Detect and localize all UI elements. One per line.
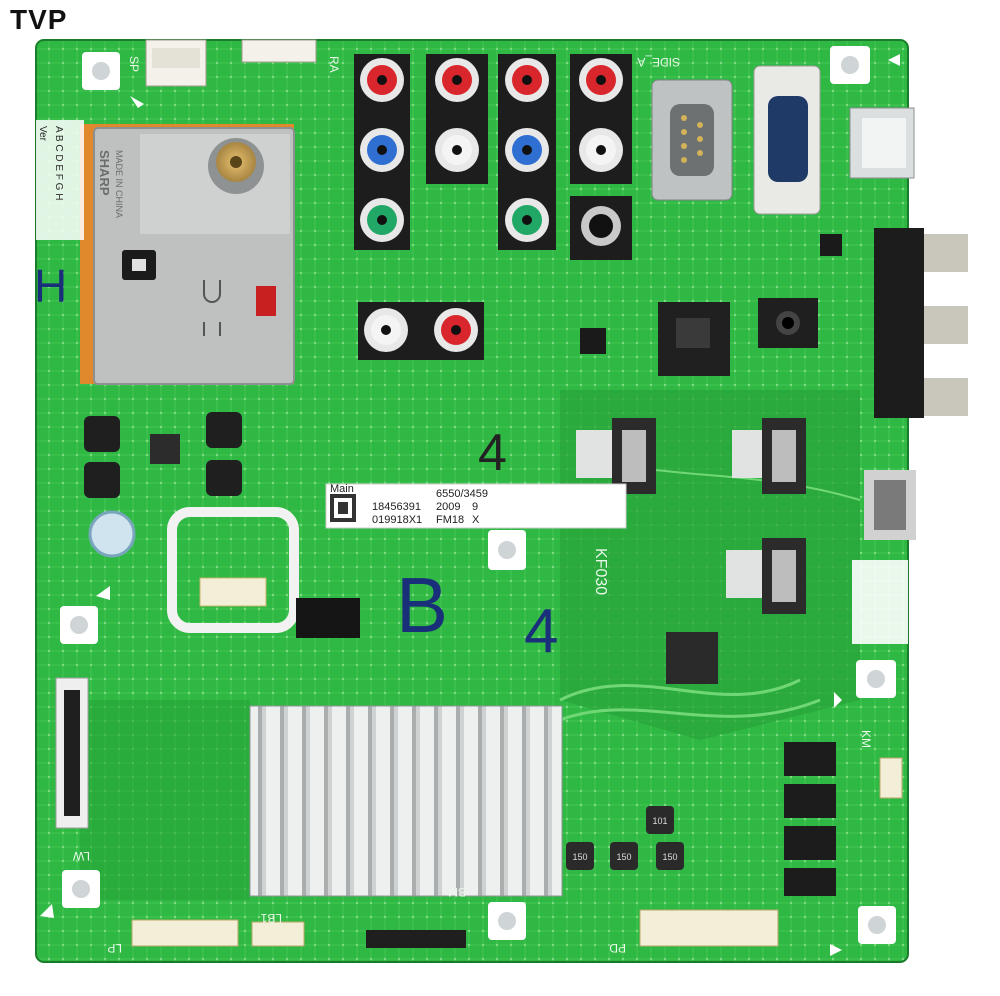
inductors — [84, 412, 242, 498]
rca-jacks — [354, 54, 632, 360]
sticker-c3-1: X — [472, 514, 480, 526]
sticker-c1-0: 18456391 — [372, 501, 421, 513]
ic-main-b — [666, 632, 718, 684]
tuner-origin: MADE IN CHINA — [114, 150, 124, 218]
heatsink — [249, 705, 563, 897]
bottom-connector-d — [639, 909, 779, 947]
inductor-mark-1: 150 — [572, 852, 587, 862]
ic-main-a — [296, 598, 360, 638]
sticker-main: Main — [330, 483, 354, 495]
sticker-c3-0: 9 — [472, 501, 478, 513]
tuner-module: SHARP MADE IN CHINA — [80, 124, 295, 385]
inductor-mark-3: 150 — [662, 852, 677, 862]
side-av-jacks — [874, 228, 968, 418]
power-inductors: 101 150 150 150 — [566, 806, 684, 870]
watermark-text: TVP — [10, 4, 68, 35]
silk-lp: LP — [107, 941, 122, 955]
tuner-brand: SHARP — [97, 150, 112, 196]
sticker-c2-1: 2009 — [436, 501, 460, 513]
mounting-holes — [60, 46, 896, 944]
silk-lb1: LB1 — [260, 911, 282, 925]
silk-bm: BM — [448, 885, 466, 899]
electrolytic-capacitor — [88, 510, 136, 558]
sticker-c2-2: FM18 — [436, 514, 464, 526]
bottom-connector-c — [366, 930, 466, 948]
switch-block — [784, 742, 836, 896]
vga-port — [753, 65, 821, 215]
ver-label: Ver — [37, 126, 48, 142]
inductor-mark-0: 101 — [652, 816, 667, 826]
silk-arrows — [40, 54, 900, 956]
ver-letters: A B C D E F G H — [53, 126, 64, 200]
silk-ra: RA — [327, 56, 341, 73]
bottom-connector-a — [131, 919, 239, 947]
ffc-connector — [199, 577, 267, 607]
handwritten-4a: 4 — [478, 424, 507, 482]
serial-port — [651, 79, 733, 201]
silk-sp: SP — [127, 56, 141, 72]
sticker-c1-1: 019918X1 — [372, 514, 422, 526]
handwritten-4b: 4 — [524, 597, 558, 666]
silk-km: KM — [859, 730, 873, 748]
hdmi-ports — [576, 418, 916, 614]
top-connector-b — [241, 39, 317, 63]
bottom-connector-b — [251, 921, 305, 947]
handwritten-b: B — [396, 561, 448, 649]
silk-kf030: KF030 — [592, 548, 609, 595]
handwritten-h: H — [34, 260, 67, 312]
inductor-mark-2: 150 — [616, 852, 631, 862]
silk-side-a: SIDE_A — [637, 55, 680, 69]
silk-lw: LW — [72, 849, 90, 863]
sticker-c2-0: 6550/3459 — [436, 488, 488, 500]
silk-pd: PD — [609, 941, 626, 955]
barcode-sticker: Main 18456391 019918X1 6550/3459 2009 FM… — [325, 483, 627, 529]
